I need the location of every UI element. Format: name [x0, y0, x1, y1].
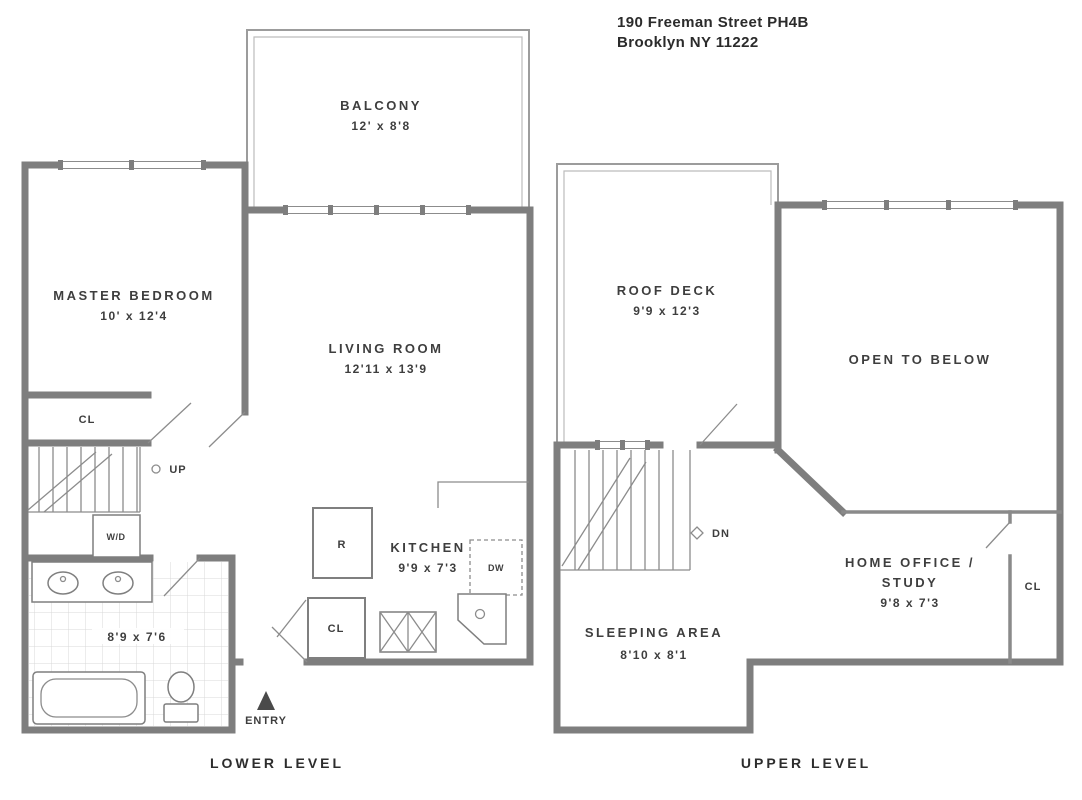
window-tick: [946, 200, 951, 210]
window-tick: [645, 440, 650, 450]
stair-treads: [574, 450, 674, 570]
lower-level: BALCONY 12' x 8'8 MASTER BEDROOM 10' x 1…: [21, 29, 534, 771]
master-bedroom-window: [58, 160, 206, 170]
bathroom-dims: 8'9 x 7'6: [107, 630, 166, 644]
sink-basin: [102, 571, 134, 595]
sleeping-area-label: SLEEPING AREA: [585, 625, 723, 640]
kitchen-dims: 9'9 x 7'3: [398, 561, 457, 575]
bathtub: [32, 671, 146, 725]
window-tick: [595, 440, 600, 450]
master-bedroom-dims: 10' x 12'4: [100, 309, 167, 323]
upper-closet-door-swing: [985, 521, 1011, 549]
washer-dryer-box: [92, 514, 141, 558]
home-office-dims: 9'8 x 7'3: [880, 596, 939, 610]
stairs-up-label: UP: [169, 464, 186, 476]
roof-deck-railing-outer: [556, 163, 779, 445]
bathroom-fixtures: [31, 561, 199, 725]
entry-door-swing: [271, 626, 308, 663]
window-tick: [129, 160, 134, 170]
bedroom-closet-label: CL: [79, 414, 96, 426]
home-office-label-line1: HOME OFFICE /: [845, 555, 975, 570]
roof-deck-railing-inner: [563, 170, 772, 445]
open-to-below-label: OPEN TO BELOW: [849, 352, 992, 367]
stair-break-lines: [561, 457, 647, 571]
stair-break-lines: [27, 451, 113, 513]
dn-marker: [690, 526, 704, 540]
stair-boundary: [28, 447, 141, 513]
up-marker: [151, 464, 161, 474]
toilet-tank: [163, 703, 199, 723]
address-header: 190 Freeman Street PH4B Brooklyn NY 1122…: [617, 14, 809, 51]
stairs-dn-label: DN: [712, 528, 730, 540]
roof-deck-dims: 9'9 x 12'3: [633, 304, 700, 318]
home-office-label-line2: STUDY: [882, 575, 939, 590]
kitchen-closet-box: [307, 597, 366, 659]
window-tick: [884, 200, 889, 210]
window-tick: [1013, 200, 1018, 210]
balcony-dims: 12' x 8'8: [351, 119, 410, 133]
sink-drain: [59, 575, 67, 583]
bathtub-inner: [40, 678, 138, 718]
window-glass: [822, 200, 1018, 210]
sink-drain: [114, 575, 122, 583]
window-tick: [374, 205, 379, 215]
roof-deck-door-swing: [699, 403, 738, 446]
dishwasher-label: DW: [488, 563, 504, 573]
kitchen-counter-line: [437, 481, 529, 508]
open-to-below-window: [822, 200, 1018, 210]
balcony-railing-inner: [253, 36, 523, 210]
window-tick: [201, 160, 206, 170]
address-line2: Brooklyn NY 11222: [617, 34, 759, 51]
kitchen-closet-door-swing: [276, 599, 307, 638]
refrigerator-box: [312, 507, 373, 579]
balcony-railing-outer: [246, 29, 530, 210]
lower-stairs: [27, 447, 161, 513]
window-tick: [420, 205, 425, 215]
address-line1: 190 Freeman Street PH4B: [617, 14, 809, 31]
closet-door-swing: [147, 402, 192, 444]
balcony-label: BALCONY: [340, 98, 422, 113]
stair-treads: [38, 447, 138, 512]
entry-marker: [257, 691, 275, 710]
master-bedroom-label: MASTER BEDROOM: [53, 288, 214, 303]
window-tick: [328, 205, 333, 215]
living-room-balcony-door-window: [283, 205, 471, 215]
stair-boundary: [560, 450, 691, 571]
living-room-label: LIVING ROOM: [329, 341, 444, 356]
sleeping-area-dims: 8'10 x 8'1: [620, 648, 687, 662]
sink-basin: [47, 571, 79, 595]
stove-burner-marks: [379, 611, 437, 653]
stove: [379, 611, 437, 653]
kitchen-label: KITCHEN: [390, 540, 465, 555]
upper-level: ROOF DECK 9'9 x 12'3 OPEN TO BELOW SLEEP…: [553, 163, 1064, 771]
window-tick: [822, 200, 827, 210]
bathroom-door-swing: [163, 557, 201, 597]
bedroom-door-swing: [208, 411, 246, 448]
window-tick: [620, 440, 625, 450]
living-room-dims: 12'11 x 13'9: [344, 362, 427, 376]
kitchen-closet-label: CL: [328, 623, 345, 635]
bathroom-dims-backing: [92, 628, 184, 644]
washer-dryer-label: W/D: [107, 532, 126, 542]
entry-label: ENTRY: [245, 715, 287, 727]
upper-closet-label: CL: [1025, 581, 1042, 593]
refrigerator-label: R: [338, 539, 347, 551]
window-tick: [466, 205, 471, 215]
upper-level-title: UPPER LEVEL: [741, 755, 871, 771]
roof-deck-window: [595, 440, 650, 450]
toilet-bowl: [167, 671, 195, 703]
kitchen-sink: [457, 593, 507, 645]
window-tick: [58, 160, 63, 170]
kitchen-sink-drain: [474, 608, 486, 620]
window-tick: [283, 205, 288, 215]
kitchen-fixtures: [307, 481, 529, 659]
upper-stairs: [560, 450, 704, 571]
roof-deck-label: ROOF DECK: [617, 283, 718, 298]
lower-level-title: LOWER LEVEL: [210, 755, 344, 771]
